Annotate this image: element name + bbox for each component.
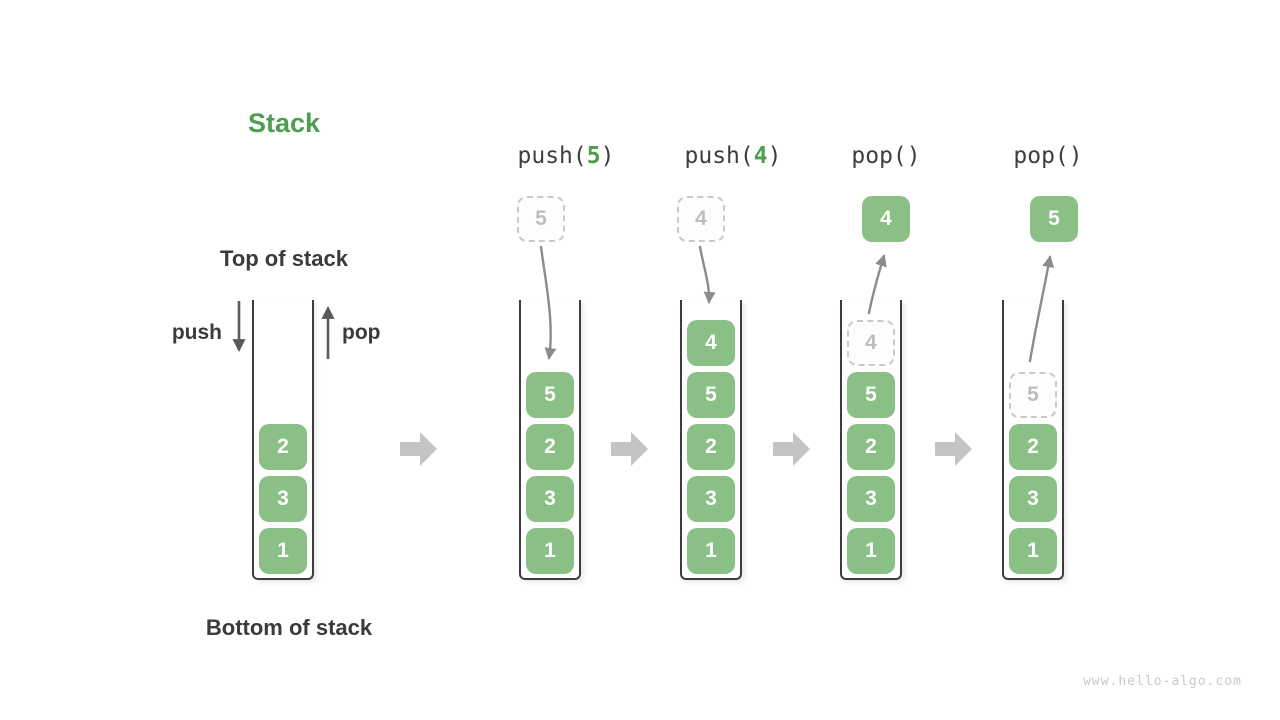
- stack-cell: 3: [1009, 476, 1057, 522]
- op-text: pop(): [851, 143, 921, 169]
- pushed-value-ghost-box: 5: [517, 196, 565, 242]
- stack-cell: 1: [847, 528, 895, 574]
- op-arg: 5: [586, 143, 601, 169]
- stack-cell: 5: [526, 372, 574, 418]
- stack-cell: 2: [259, 424, 307, 470]
- stack-cell: 5: [847, 372, 895, 418]
- stack-cell: 1: [526, 528, 574, 574]
- op-text: pop(): [1013, 143, 1083, 169]
- step-arrow-icon: [773, 432, 810, 466]
- step-arrow-icon: [611, 432, 648, 466]
- op-arg: 4: [753, 143, 768, 169]
- push-label: push: [171, 321, 222, 344]
- popped-value-box: 4: [862, 196, 910, 242]
- stack-cell: 5: [687, 372, 735, 418]
- stack-container-push4: 4 5 2 3 1: [680, 300, 742, 580]
- stack-container-initial: 2 3 1: [252, 300, 314, 580]
- push4-curve-arrow: [698, 245, 716, 304]
- stack-cell: 2: [687, 424, 735, 470]
- stack-cell-ghost: 5: [1009, 372, 1057, 418]
- watermark: www.hello-algo.com: [1083, 674, 1242, 689]
- op-text: push(: [517, 143, 587, 169]
- op-label-pop-1: pop(): [811, 142, 961, 170]
- stack-cell: 1: [259, 528, 307, 574]
- bottom-of-stack-label: Bottom of stack: [205, 615, 373, 640]
- stack-cell: 3: [259, 476, 307, 522]
- stack-container-push5: 5 2 3 1: [519, 300, 581, 580]
- stack-cell: 2: [526, 424, 574, 470]
- stack-cell: 4: [687, 320, 735, 366]
- stack-cell: 3: [526, 476, 574, 522]
- op-label-pop-2: pop(): [973, 142, 1123, 170]
- stack-cell: 1: [1009, 528, 1057, 574]
- step-arrow-icon: [935, 432, 972, 466]
- stack-cell: 3: [687, 476, 735, 522]
- op-text: ): [600, 143, 615, 169]
- stack-cell: 2: [1009, 424, 1057, 470]
- op-label-push-4: push(4): [658, 142, 808, 170]
- stack-cell: 2: [847, 424, 895, 470]
- step-arrow-icon: [400, 432, 437, 466]
- stack-container-pop5: 5 2 3 1: [1002, 300, 1064, 580]
- op-text: ): [767, 143, 782, 169]
- stack-cell-ghost: 4: [847, 320, 895, 366]
- pushed-value-ghost-box: 4: [677, 196, 725, 242]
- popped-value-box: 5: [1030, 196, 1078, 242]
- op-text: push(: [684, 143, 754, 169]
- stack-container-pop4: 4 5 2 3 1: [840, 300, 902, 580]
- pop-label: pop: [342, 321, 381, 344]
- top-of-stack-label: Top of stack: [220, 246, 348, 271]
- stack-cell: 1: [687, 528, 735, 574]
- op-label-push-5: push(5): [491, 142, 641, 170]
- diagram-title: Stack: [247, 108, 321, 138]
- stack-cell: 3: [847, 476, 895, 522]
